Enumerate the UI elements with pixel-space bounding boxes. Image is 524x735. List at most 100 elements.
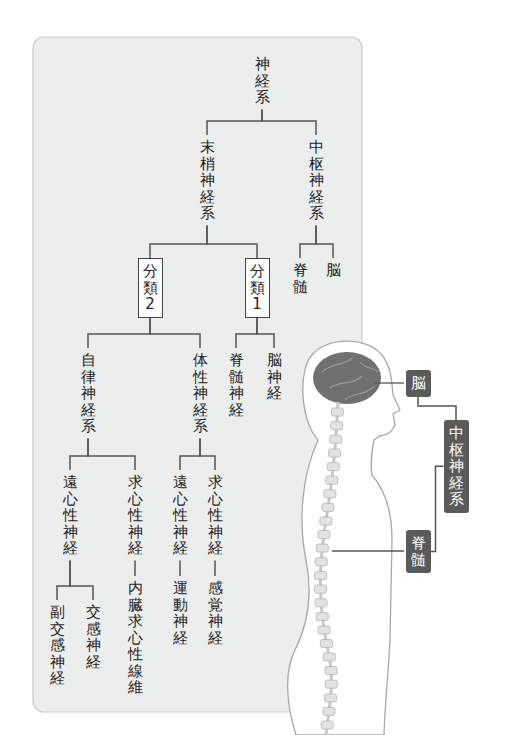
vertebra <box>315 599 327 607</box>
tree-connector <box>180 439 200 471</box>
tree-connector <box>88 318 150 349</box>
tree-connector <box>214 561 216 577</box>
node-label: 神経系 <box>255 56 270 106</box>
tree-connector <box>70 561 93 601</box>
node-label: 体性神経系 <box>193 352 208 435</box>
node-label: 中枢神経系 <box>449 425 464 508</box>
tree-term: 副交感神経 <box>48 600 67 691</box>
category-box: 分類2 <box>138 258 163 318</box>
vertebra <box>315 571 327 579</box>
leader-line <box>374 382 404 383</box>
node-label: 中枢神経系 <box>309 139 324 222</box>
tree-connector <box>57 561 70 601</box>
tree-connector <box>236 318 257 349</box>
tree-term: 末梢神経系 <box>198 135 217 226</box>
tree-connector <box>200 439 215 471</box>
tree-term: 脊髄神経 <box>227 348 246 422</box>
vertebra <box>316 544 328 552</box>
vertebra <box>325 667 337 675</box>
tree-term: 感覚神経 <box>206 576 225 650</box>
vertebra <box>330 435 342 443</box>
tree-term: 内臓求心性線維 <box>126 576 145 700</box>
node-label: 自律神経系 <box>81 352 96 435</box>
node-label: 運動神経 <box>173 580 188 646</box>
tree-connector <box>207 110 262 136</box>
tree-connector <box>70 439 88 471</box>
vertebra <box>326 476 338 484</box>
node-label: 分類1 <box>250 263 265 313</box>
node-label: 内臓求心性線維 <box>128 580 143 696</box>
tree-term: 神経系 <box>253 52 272 110</box>
tree-connector <box>418 397 456 421</box>
tree-term: 求心性神経 <box>126 470 145 561</box>
tree-connector <box>150 226 207 259</box>
tree-connector <box>207 226 257 259</box>
tree-term: 遠心性神経 <box>61 470 80 561</box>
vertebra <box>324 490 336 498</box>
node-label: 脊髄 <box>411 535 426 568</box>
tree-connector <box>257 318 274 349</box>
tree-term: 交感神経 <box>84 600 103 674</box>
vertebra <box>331 422 343 430</box>
node-label: 感覚神経 <box>208 580 223 646</box>
tree-term: 遠心性神経 <box>171 470 190 561</box>
node-label: 遠心性神経 <box>63 474 78 557</box>
vertebra <box>329 449 341 457</box>
node-label: 末梢神経系 <box>200 139 215 222</box>
body-silhouette <box>288 341 400 735</box>
tree-connector <box>262 110 316 136</box>
label-box: 脳 <box>406 370 431 397</box>
node-label: 脊髄 <box>293 262 308 295</box>
vertebra <box>325 694 337 702</box>
node-label: 交感神経 <box>86 604 101 670</box>
vertebra <box>323 653 335 661</box>
vertebra <box>322 503 334 511</box>
vertebra <box>318 530 330 538</box>
tree-term: 中枢神経系 <box>307 135 326 226</box>
label-box: 中枢神経系 <box>444 420 469 513</box>
vertebra <box>320 517 332 525</box>
category-box: 分類1 <box>245 258 270 318</box>
vertebra <box>325 680 337 688</box>
node-label: 脳 <box>326 262 341 279</box>
tree-connector <box>88 439 135 471</box>
brain-shape <box>313 352 381 404</box>
tree-connector <box>431 466 444 551</box>
tree-term: 脳神経 <box>265 348 284 406</box>
tree-connector <box>316 226 333 259</box>
tree-connector <box>179 561 181 577</box>
vertebra <box>318 626 330 634</box>
tree-term: 脳 <box>324 258 343 283</box>
tree-connector <box>300 226 316 259</box>
vertebrae <box>314 408 343 729</box>
node-label: 脊髄神経 <box>229 352 244 418</box>
vertebra <box>331 408 343 416</box>
vertebra <box>316 612 328 620</box>
vertebra <box>320 640 332 648</box>
node-label: 分類2 <box>143 263 158 313</box>
node-label: 遠心性神経 <box>173 474 188 557</box>
vertebra <box>323 707 335 715</box>
tree-term: 求心性神経 <box>206 470 225 561</box>
vertebra <box>327 463 339 471</box>
vertebra <box>314 585 326 593</box>
label-box: 脊髄 <box>406 530 431 573</box>
node-label: 求心性神経 <box>208 474 223 557</box>
leader-line <box>332 550 404 551</box>
tree-term: 運動神経 <box>171 576 190 650</box>
brain-folds <box>322 358 378 400</box>
tree-term: 脊髄 <box>291 258 310 299</box>
node-label: 脳 <box>411 375 426 392</box>
node-label: 脳神経 <box>267 352 282 402</box>
vertebra <box>321 721 333 729</box>
vertebra <box>315 558 327 566</box>
tree-term: 体性神経系 <box>191 348 210 439</box>
tree-connector <box>150 318 200 349</box>
tree-term: 自律神経系 <box>79 348 98 439</box>
node-label: 副交感神経 <box>50 604 65 687</box>
node-label: 求心性神経 <box>128 474 143 557</box>
tree-connector <box>134 561 136 577</box>
